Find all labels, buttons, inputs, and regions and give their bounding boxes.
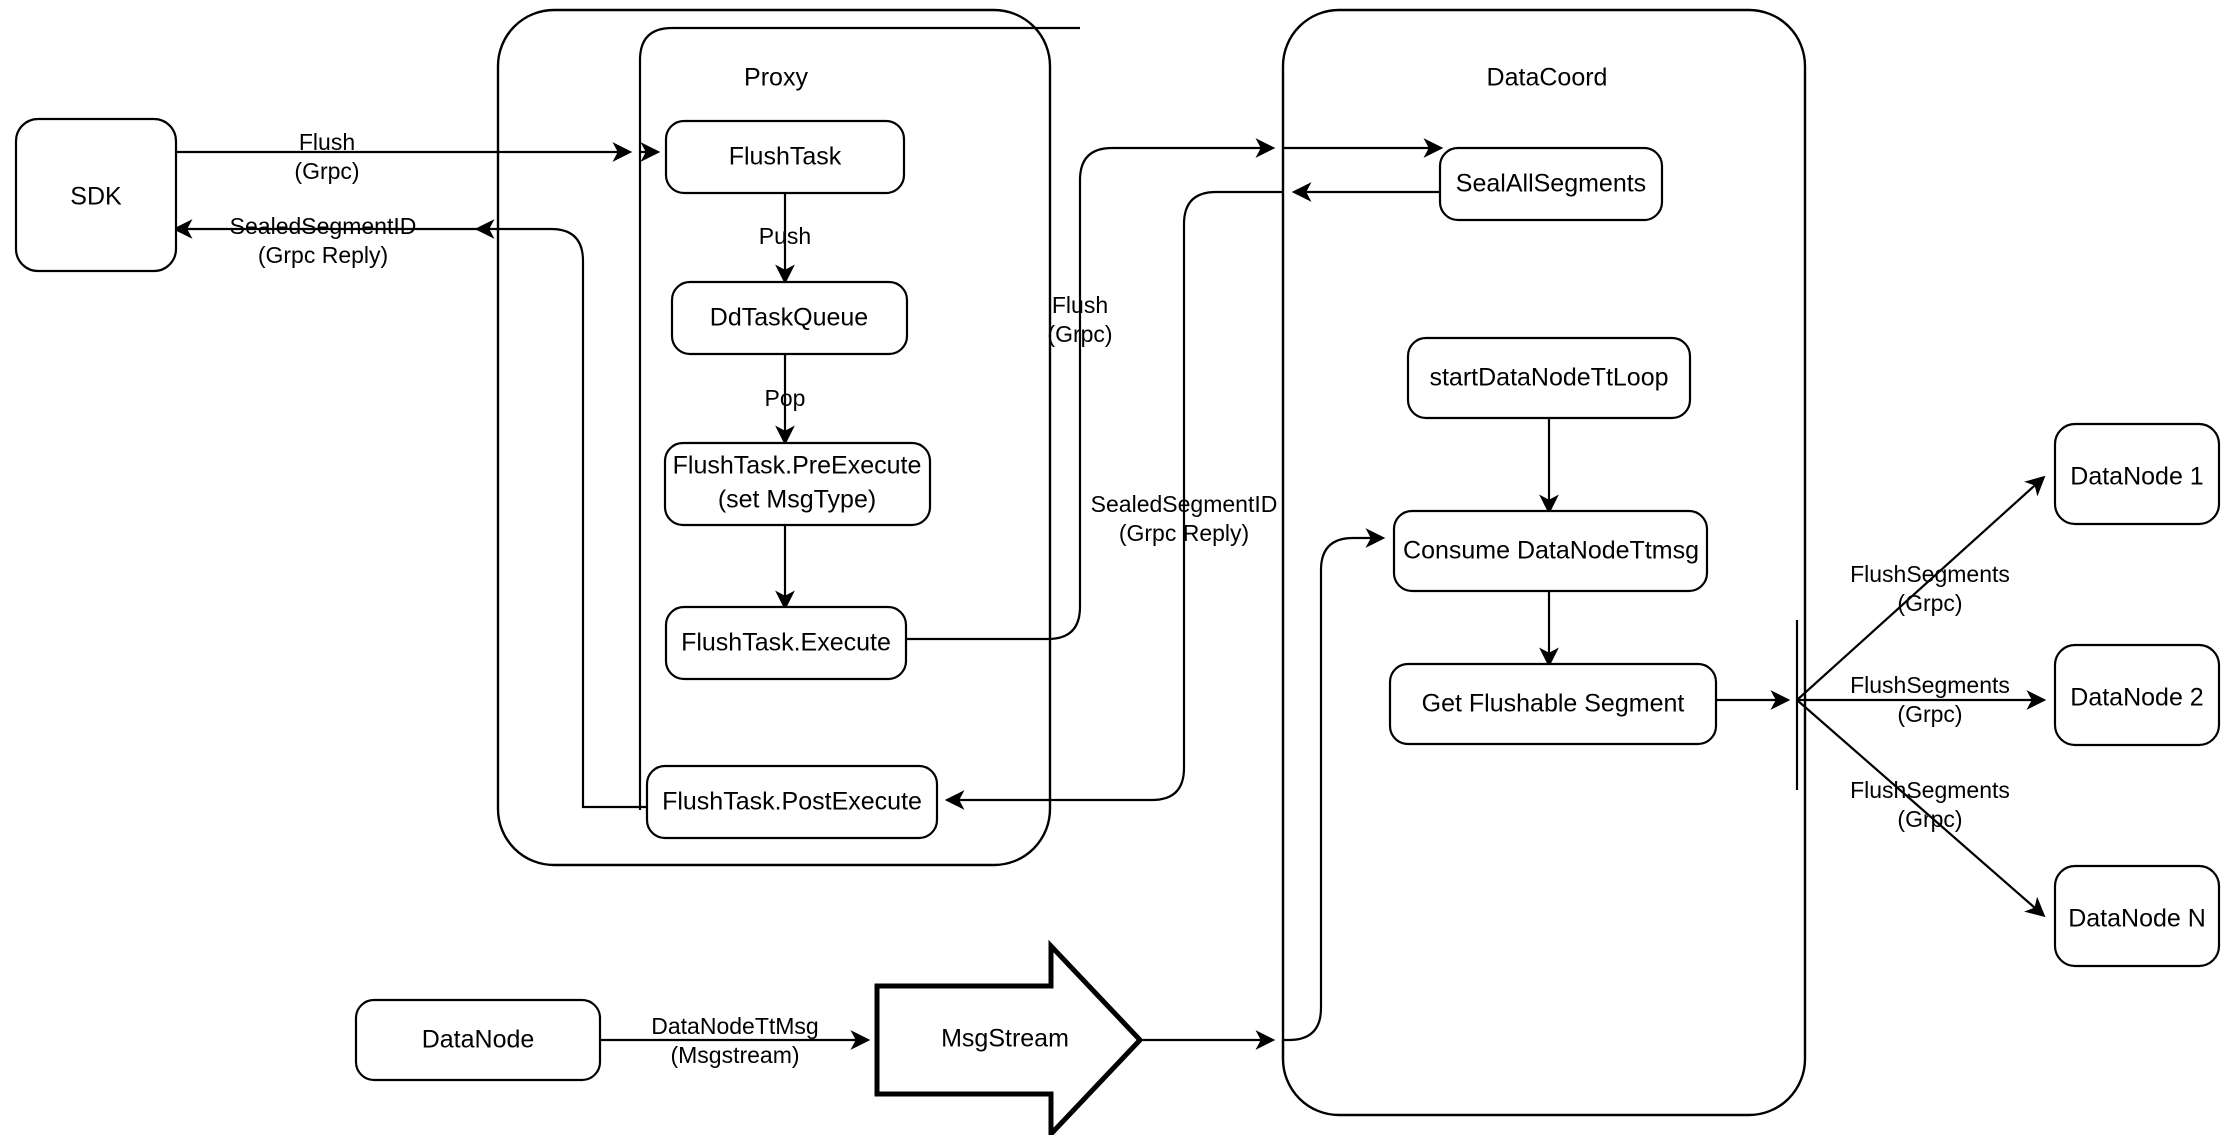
group-datacoord	[1281, 8, 1807, 1117]
node-datanode-2-label: DataNode 2	[2070, 684, 2203, 712]
edge-label-flush-segments-1-line1: FlushSegments	[1850, 561, 2010, 587]
node-flushtask-preexecute-label-line2: (set MsgType)	[718, 486, 876, 514]
node-flush-task-label: FlushTask	[729, 143, 842, 171]
edge-label-push: Push	[759, 223, 811, 249]
edge-label-flush-segments-1-line2: (Grpc)	[1897, 590, 1962, 616]
node-datanode-1[interactable]	[2053, 422, 2221, 526]
edge-label-proxy-to-datacoord-line2: (Grpc)	[1047, 321, 1112, 347]
node-sdk-label: SDK	[70, 183, 122, 211]
edge-label-datanode-to-msgstream-line2: (Msgstream)	[670, 1042, 799, 1068]
node-msgstream-shape[interactable]	[874, 939, 1144, 1135]
node-datanode-2[interactable]	[2053, 643, 2221, 747]
edge-label-flush-segments-2-line2: (Grpc)	[1897, 701, 1962, 727]
node-flushtask-postexecute-label: FlushTask.PostExecute	[662, 788, 922, 816]
node-flushtask-execute-label: FlushTask.Execute	[681, 629, 891, 657]
node-datanode-1-label: DataNode 1	[2070, 463, 2203, 491]
node-seal-all-segments[interactable]	[1438, 146, 1664, 222]
edge-label-proxy-to-sdk-line1: SealedSegmentID	[230, 213, 417, 239]
group-datacoord-label: DataCoord	[1487, 64, 1608, 92]
node-start-datanode-tt-loop-label: startDataNodeTtLoop	[1429, 364, 1668, 392]
edge-label-flush-segments-n-line1: FlushSegments	[1850, 777, 2010, 803]
node-msgstream-label: MsgStream	[941, 1025, 1069, 1053]
edge-datacoord-ttmsg-route	[1283, 528, 1386, 1042]
edge-proxy-to-sdk	[172, 219, 648, 809]
node-sdk[interactable]	[14, 117, 178, 273]
node-flush-task[interactable]	[664, 119, 906, 195]
edge-datacoord-reply-route	[944, 190, 1283, 810]
node-consume-datanode-ttmsg-label: Consume DataNodeTtmsg	[1403, 537, 1699, 565]
edge-label-datacoord-to-proxy-line1: SealedSegmentID	[1091, 491, 1278, 517]
edge-label-proxy-to-datacoord-line1: Flush	[1052, 292, 1108, 318]
node-datanode-source-label: DataNode	[422, 1026, 535, 1054]
node-seal-all-segments-label: SealAllSegments	[1456, 170, 1646, 198]
node-consume-datanode-ttmsg[interactable]	[1392, 509, 1709, 593]
edge-label-sdk-to-proxy-line1: Flush	[299, 129, 355, 155]
node-flushtask-preexecute[interactable]	[663, 441, 932, 527]
group-proxy-label: Proxy	[744, 64, 808, 92]
edge-fan-to-datanode-n	[1796, 699, 2046, 918]
node-start-datanode-tt-loop[interactable]	[1406, 336, 1692, 420]
node-datanode-n[interactable]	[2053, 864, 2221, 968]
edge-label-datacoord-to-proxy-line2: (Grpc Reply)	[1119, 520, 1249, 546]
group-proxy	[496, 8, 1052, 867]
edge-proxy-left-spine	[638, 26, 1080, 810]
node-get-flushable-segment-label: Get Flushable Segment	[1422, 690, 1685, 718]
edge-label-sdk-to-proxy-line2: (Grpc)	[294, 158, 359, 184]
node-get-flushable-segment[interactable]	[1388, 662, 1718, 746]
edge-fan-to-datanode-1	[1796, 475, 2046, 701]
node-dd-task-queue-label: DdTaskQueue	[710, 304, 868, 332]
edge-execute-to-datacoord	[906, 138, 1276, 641]
node-flushtask-execute[interactable]	[664, 605, 908, 681]
node-dd-task-queue[interactable]	[670, 280, 909, 356]
node-flushtask-postexecute[interactable]	[645, 764, 939, 840]
edge-label-flush-segments-2-line1: FlushSegments	[1850, 672, 2010, 698]
edge-label-datanode-to-msgstream-line1: DataNodeTtMsg	[651, 1013, 818, 1039]
edge-label-proxy-to-sdk-line2: (Grpc Reply)	[258, 242, 388, 268]
node-datanode-n-label: DataNode N	[2068, 905, 2206, 933]
node-flushtask-preexecute-label-line1: FlushTask.PreExecute	[673, 452, 922, 480]
edge-label-flush-segments-n-line2: (Grpc)	[1897, 806, 1962, 832]
edge-label-pop: Pop	[765, 385, 806, 411]
node-datanode-source[interactable]	[354, 998, 602, 1082]
